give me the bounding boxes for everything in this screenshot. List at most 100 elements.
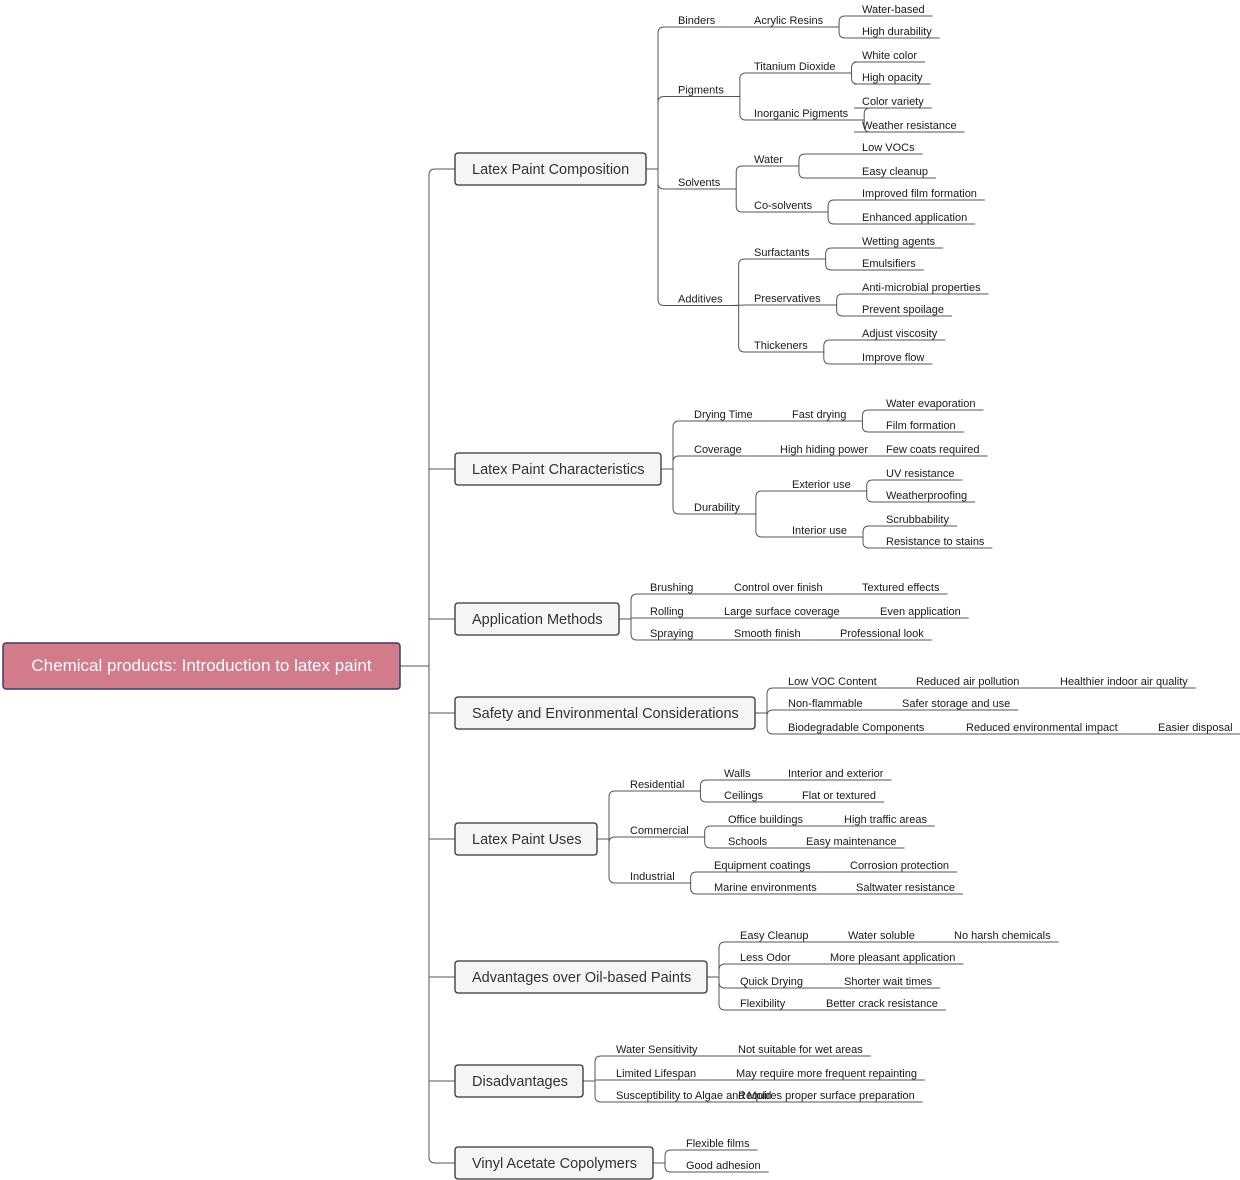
node-label-high-durability[interactable]: High durability	[862, 26, 932, 38]
node-label-adjust-viscosity[interactable]: Adjust viscosity	[862, 328, 938, 340]
node-label-water-sensitivity[interactable]: Water Sensitivity	[616, 1044, 698, 1056]
node-label-healthier-indoor-air-quality[interactable]: Healthier indoor air quality	[1060, 676, 1188, 688]
node-label-less-odor[interactable]: Less Odor	[740, 952, 791, 964]
node-label-rolling[interactable]: Rolling	[650, 606, 684, 618]
node-label-high-traffic-areas[interactable]: High traffic areas	[844, 814, 927, 826]
node-label-brushing[interactable]: Brushing	[650, 582, 693, 594]
node-label-few-coats-required[interactable]: Few coats required	[886, 444, 980, 456]
node-label-spraying[interactable]: Spraying	[650, 628, 693, 640]
node-label-marine-environments[interactable]: Marine environments	[714, 882, 817, 894]
node-label-preservatives[interactable]: Preservatives	[754, 293, 821, 305]
node-label-pigments[interactable]: Pigments	[678, 85, 724, 97]
node-label-no-harsh-chemicals[interactable]: No harsh chemicals	[954, 930, 1051, 942]
node-label-control-over-finish[interactable]: Control over finish	[734, 582, 823, 594]
branch-node-latex-paint-composition-box[interactable]	[454, 152, 647, 186]
node-label-solvents[interactable]: Solvents	[678, 177, 721, 189]
node-label-good-adhesion[interactable]: Good adhesion	[686, 1160, 761, 1172]
node-label-high-opacity[interactable]: High opacity	[862, 72, 923, 84]
node-label-improved-film-formation[interactable]: Improved film formation	[862, 188, 977, 200]
node-label-surfactants[interactable]: Surfactants	[754, 247, 810, 259]
node-label-industrial[interactable]: Industrial	[630, 871, 675, 883]
branch-node-advantages-over-oil-based-paints-box[interactable]	[454, 960, 708, 994]
branch-node-disadvantages-box[interactable]	[454, 1064, 584, 1098]
node-label-drying-time[interactable]: Drying Time	[694, 409, 753, 421]
node-label-smooth-finish[interactable]: Smooth finish	[734, 628, 801, 640]
node-label-prevent-spoilage[interactable]: Prevent spoilage	[862, 304, 944, 316]
node-label-uv-resistance[interactable]: UV resistance	[886, 468, 954, 480]
node-label-water-evaporation[interactable]: Water evaporation	[886, 398, 975, 410]
node-label-anti-microbial-properties[interactable]: Anti-microbial properties	[862, 282, 981, 294]
node-label-easy-maintenance[interactable]: Easy maintenance	[806, 836, 897, 848]
node-label-weatherproofing[interactable]: Weatherproofing	[886, 490, 967, 502]
node-label-binders[interactable]: Binders	[678, 15, 716, 27]
branch-node-application-methods-box[interactable]	[454, 602, 620, 636]
node-label-ceilings[interactable]: Ceilings	[724, 790, 764, 802]
node-label-coverage[interactable]: Coverage	[694, 444, 742, 456]
node-label-resistance-to-stains[interactable]: Resistance to stains	[886, 536, 985, 548]
node-label-thickeners[interactable]: Thickeners	[754, 340, 808, 352]
node-label-not-suitable-for-wet-areas[interactable]: Not suitable for wet areas	[738, 1044, 863, 1056]
node-label-emulsifiers[interactable]: Emulsifiers	[862, 258, 916, 270]
node-label-professional-look[interactable]: Professional look	[840, 628, 924, 640]
node-label-easy-cleanup[interactable]: Easy cleanup	[862, 166, 928, 178]
node-label-shorter-wait-times[interactable]: Shorter wait times	[844, 976, 933, 988]
node-label-textured-effects[interactable]: Textured effects	[862, 582, 940, 594]
node-label-easier-disposal[interactable]: Easier disposal	[1158, 722, 1233, 734]
node-label-commercial[interactable]: Commercial	[630, 825, 689, 837]
node-label-color-variety[interactable]: Color variety	[862, 96, 924, 108]
node-label-walls[interactable]: Walls	[724, 768, 751, 780]
node-label-interior-use[interactable]: Interior use	[792, 525, 847, 537]
node-label-low-vocs[interactable]: Low VOCs	[862, 142, 915, 154]
node-label-enhanced-application[interactable]: Enhanced application	[862, 212, 967, 224]
node-label-large-surface-coverage[interactable]: Large surface coverage	[724, 606, 840, 618]
node-label-susceptibility-to-algae-and-mold[interactable]: Susceptibility to Algae and Mold	[616, 1090, 771, 1102]
node-label-flexibility[interactable]: Flexibility	[740, 998, 786, 1010]
node-label-flexible-films[interactable]: Flexible films	[686, 1138, 750, 1150]
node-label-high-hiding-power[interactable]: High hiding power	[780, 444, 868, 456]
branch-node-latex-paint-uses-box[interactable]	[454, 822, 598, 856]
node-label-additives[interactable]: Additives	[678, 294, 723, 306]
node-label-residential[interactable]: Residential	[630, 779, 684, 791]
node-label-acrylic-resins[interactable]: Acrylic Resins	[754, 15, 824, 27]
node-label-water-soluble[interactable]: Water soluble	[848, 930, 915, 942]
node-label-non-flammable[interactable]: Non-flammable	[788, 698, 863, 710]
node-label-quick-drying[interactable]: Quick Drying	[740, 976, 803, 988]
root-node-box[interactable]	[2, 642, 401, 690]
node-label-easy-cleanup[interactable]: Easy Cleanup	[740, 930, 809, 942]
branch-node-latex-paint-characteristics-box[interactable]	[454, 452, 662, 486]
node-label-co-solvents[interactable]: Co-solvents	[754, 200, 813, 212]
node-label-may-require-more-frequent-repainting[interactable]: May require more frequent repainting	[736, 1068, 917, 1080]
node-label-reduced-environmental-impact[interactable]: Reduced environmental impact	[966, 722, 1118, 734]
node-label-water[interactable]: Water	[754, 154, 783, 166]
node-label-office-buildings[interactable]: Office buildings	[728, 814, 804, 826]
node-label-low-voc-content[interactable]: Low VOC Content	[788, 676, 877, 688]
node-label-titanium-dioxide[interactable]: Titanium Dioxide	[754, 61, 836, 73]
node-label-saltwater-resistance[interactable]: Saltwater resistance	[856, 882, 955, 894]
node-label-better-crack-resistance[interactable]: Better crack resistance	[826, 998, 938, 1010]
node-label-safer-storage-and-use[interactable]: Safer storage and use	[902, 698, 1010, 710]
node-label-film-formation[interactable]: Film formation	[886, 420, 956, 432]
node-label-improve-flow[interactable]: Improve flow	[862, 352, 924, 364]
node-label-durability[interactable]: Durability	[694, 502, 740, 514]
node-label-white-color[interactable]: White color	[862, 50, 917, 62]
node-label-interior-and-exterior[interactable]: Interior and exterior	[788, 768, 884, 780]
node-label-wetting-agents[interactable]: Wetting agents	[862, 236, 936, 248]
node-label-water-based[interactable]: Water-based	[862, 4, 925, 16]
node-label-flat-or-textured[interactable]: Flat or textured	[802, 790, 876, 802]
node-label-biodegradable-components[interactable]: Biodegradable Components	[788, 722, 925, 734]
node-label-weather-resistance[interactable]: Weather resistance	[862, 120, 957, 132]
node-label-reduced-air-pollution[interactable]: Reduced air pollution	[916, 676, 1019, 688]
node-label-equipment-coatings[interactable]: Equipment coatings	[714, 860, 811, 872]
branch-node-safety-and-environmental-considerations-box[interactable]	[454, 696, 756, 730]
node-label-fast-drying[interactable]: Fast drying	[792, 409, 846, 421]
node-label-more-pleasant-application[interactable]: More pleasant application	[830, 952, 955, 964]
branch-node-vinyl-acetate-copolymers-box[interactable]	[454, 1146, 654, 1180]
node-label-schools[interactable]: Schools	[728, 836, 768, 848]
node-label-even-application[interactable]: Even application	[880, 606, 961, 618]
node-label-limited-lifespan[interactable]: Limited Lifespan	[616, 1068, 696, 1080]
node-label-requires-proper-surface-preparation[interactable]: Requires proper surface preparation	[738, 1090, 915, 1102]
node-label-inorganic-pigments[interactable]: Inorganic Pigments	[754, 108, 849, 120]
node-label-exterior-use[interactable]: Exterior use	[792, 479, 851, 491]
node-label-scrubbability[interactable]: Scrubbability	[886, 514, 949, 526]
node-label-corrosion-protection[interactable]: Corrosion protection	[850, 860, 949, 872]
